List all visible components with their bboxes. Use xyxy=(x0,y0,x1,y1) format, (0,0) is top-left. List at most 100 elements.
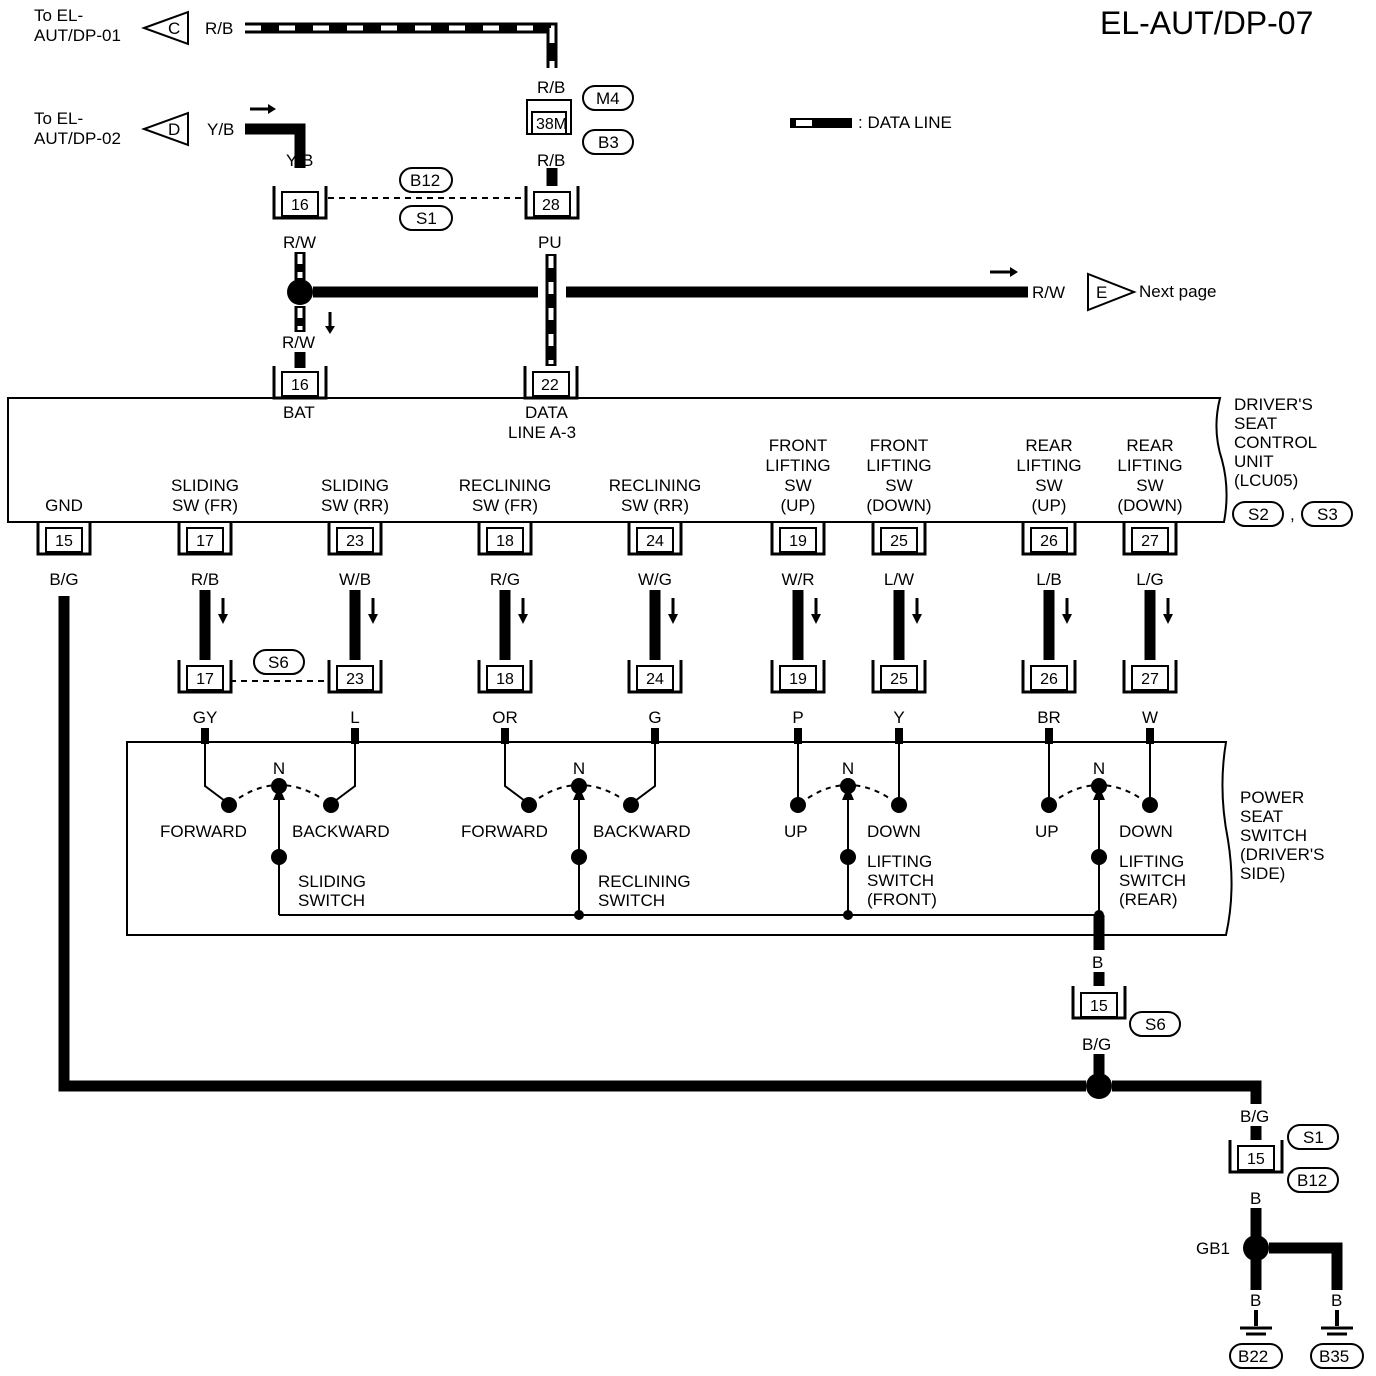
svg-text:15: 15 xyxy=(55,533,73,550)
b35-tag: B35 xyxy=(1310,1343,1364,1369)
direction-arrow-icon xyxy=(1062,614,1072,624)
switch-pin-18: 18 xyxy=(477,660,533,694)
switch-pin-17: 17 xyxy=(177,660,233,694)
switch-neutral-label: N xyxy=(573,759,585,778)
terminal-name: SW xyxy=(1035,476,1062,495)
switch-pin-26: 26 xyxy=(1021,660,1077,694)
terminal-wire-17: R/B xyxy=(191,570,219,589)
ref-c-letter: C xyxy=(168,19,180,38)
switch-name-label: SWITCH xyxy=(867,871,934,890)
terminal-pin-23: 23 xyxy=(327,522,383,556)
page-title: EL-AUT/DP-07 xyxy=(1100,5,1313,41)
svg-text:SEAT: SEAT xyxy=(1234,414,1277,433)
connector-15-s6: 15 xyxy=(1071,986,1127,1020)
terminal-wire-27: L/G xyxy=(1136,570,1163,589)
switch-name-label: RECLINING xyxy=(598,872,691,891)
switch-right-label: DOWN xyxy=(1119,822,1173,841)
s6-tag-lower: S6 xyxy=(1129,1011,1181,1037)
svg-text:15: 15 xyxy=(1090,998,1108,1015)
ref-d-wire: Y/B xyxy=(207,120,234,139)
bat-label: BAT xyxy=(283,403,315,422)
svg-text:S6: S6 xyxy=(268,653,289,672)
b12-tag-top: B12 xyxy=(399,167,453,193)
svg-text:B12: B12 xyxy=(410,171,440,190)
ref-d[interactable]: To EL- AUT/DP-02 D Y/B xyxy=(34,109,234,148)
ref-c-arrow-icon xyxy=(141,10,189,46)
data-line-legend: : DATA LINE xyxy=(790,113,952,132)
switch-neutral-label: N xyxy=(842,759,854,778)
terminal-name: SW xyxy=(1136,476,1163,495)
svg-text:SWITCH: SWITCH xyxy=(1240,826,1307,845)
data-line-legend-text: : DATA LINE xyxy=(858,113,952,132)
ref-e[interactable]: R/W E Next page xyxy=(1032,272,1217,312)
b3-tag: B3 xyxy=(582,129,634,155)
switch-wire-17: GY xyxy=(193,708,218,727)
switch-pin-23: 23 xyxy=(327,660,383,694)
svg-text:CONTROL: CONTROL xyxy=(1234,433,1317,452)
ref-c[interactable]: To EL- AUT/DP-01 C R/B xyxy=(34,6,233,46)
switch-name-label: SWITCH xyxy=(1119,871,1186,890)
s1-tag-top: S1 xyxy=(399,205,453,231)
switch-contact-left xyxy=(790,797,806,813)
switch-right-label: DOWN xyxy=(867,822,921,841)
terminal-name: (UP) xyxy=(1032,496,1067,515)
svg-text:M4: M4 xyxy=(596,89,620,108)
terminal-pin-26: 26 xyxy=(1021,522,1077,556)
wire-b-switch: B xyxy=(1092,953,1103,972)
switch-pin-19: 19 xyxy=(770,660,826,694)
s2-tag: S2 xyxy=(1232,501,1284,527)
svg-text:15: 15 xyxy=(1247,1151,1265,1168)
terminal-wire-18: R/G xyxy=(490,570,520,589)
terminal-name: SW xyxy=(885,476,912,495)
connector-bat: 16 xyxy=(272,366,328,400)
svg-text:S6: S6 xyxy=(1145,1015,1166,1034)
ref-e-text: Next page xyxy=(1139,282,1217,301)
svg-text:18: 18 xyxy=(496,533,514,550)
ref-e-letter: E xyxy=(1096,283,1107,302)
switch-contact-left xyxy=(521,797,537,813)
ref-d-arrow-icon xyxy=(141,111,189,147)
terminal-name: SW (FR) xyxy=(172,496,238,515)
svg-text:(DRIVER'S: (DRIVER'S xyxy=(1240,845,1324,864)
wire-bg-2: B/G xyxy=(1240,1107,1269,1126)
svg-text:UNIT: UNIT xyxy=(1234,452,1274,471)
svg-text:DRIVER'S: DRIVER'S xyxy=(1234,395,1313,414)
wire-rb-lower: R/B xyxy=(537,151,565,170)
terminal-pin-18: 18 xyxy=(477,522,533,556)
switch-contact-right xyxy=(323,797,339,813)
svg-text:18: 18 xyxy=(496,671,514,688)
s6-tag-upper: S6 xyxy=(253,649,305,675)
svg-text:POWER: POWER xyxy=(1240,788,1304,807)
tag-comma: , xyxy=(1290,505,1295,524)
connector-data: 22 xyxy=(523,366,579,400)
terminal-wire-24: W/G xyxy=(638,570,672,589)
switch-wire-18: OR xyxy=(492,708,518,727)
svg-text:19: 19 xyxy=(789,671,807,688)
ref-d-letter: D xyxy=(168,120,180,139)
terminal-name: RECLINING xyxy=(459,476,552,495)
switch-left-label: UP xyxy=(784,822,808,841)
terminal-wire-15: B/G xyxy=(49,570,78,589)
direction-arrow-icon xyxy=(668,614,678,624)
connector-16-top: 16 xyxy=(272,186,328,220)
switch-contact-right xyxy=(891,797,907,813)
direction-arrow-icon xyxy=(1163,614,1173,624)
direction-arrow-icon xyxy=(518,614,528,624)
ref-c-text-2: AUT/DP-01 xyxy=(34,26,121,45)
svg-text:B12: B12 xyxy=(1297,1171,1327,1190)
switch-contact-right xyxy=(1142,797,1158,813)
svg-text:SEAT: SEAT xyxy=(1240,807,1283,826)
wire-rw: R/W xyxy=(283,233,316,252)
ref-d-text-2: AUT/DP-02 xyxy=(34,129,121,148)
terminal-pin-27: 27 xyxy=(1122,522,1178,556)
m4-tag: M4 xyxy=(582,85,634,111)
ref-e-arrow-icon xyxy=(1087,272,1137,312)
